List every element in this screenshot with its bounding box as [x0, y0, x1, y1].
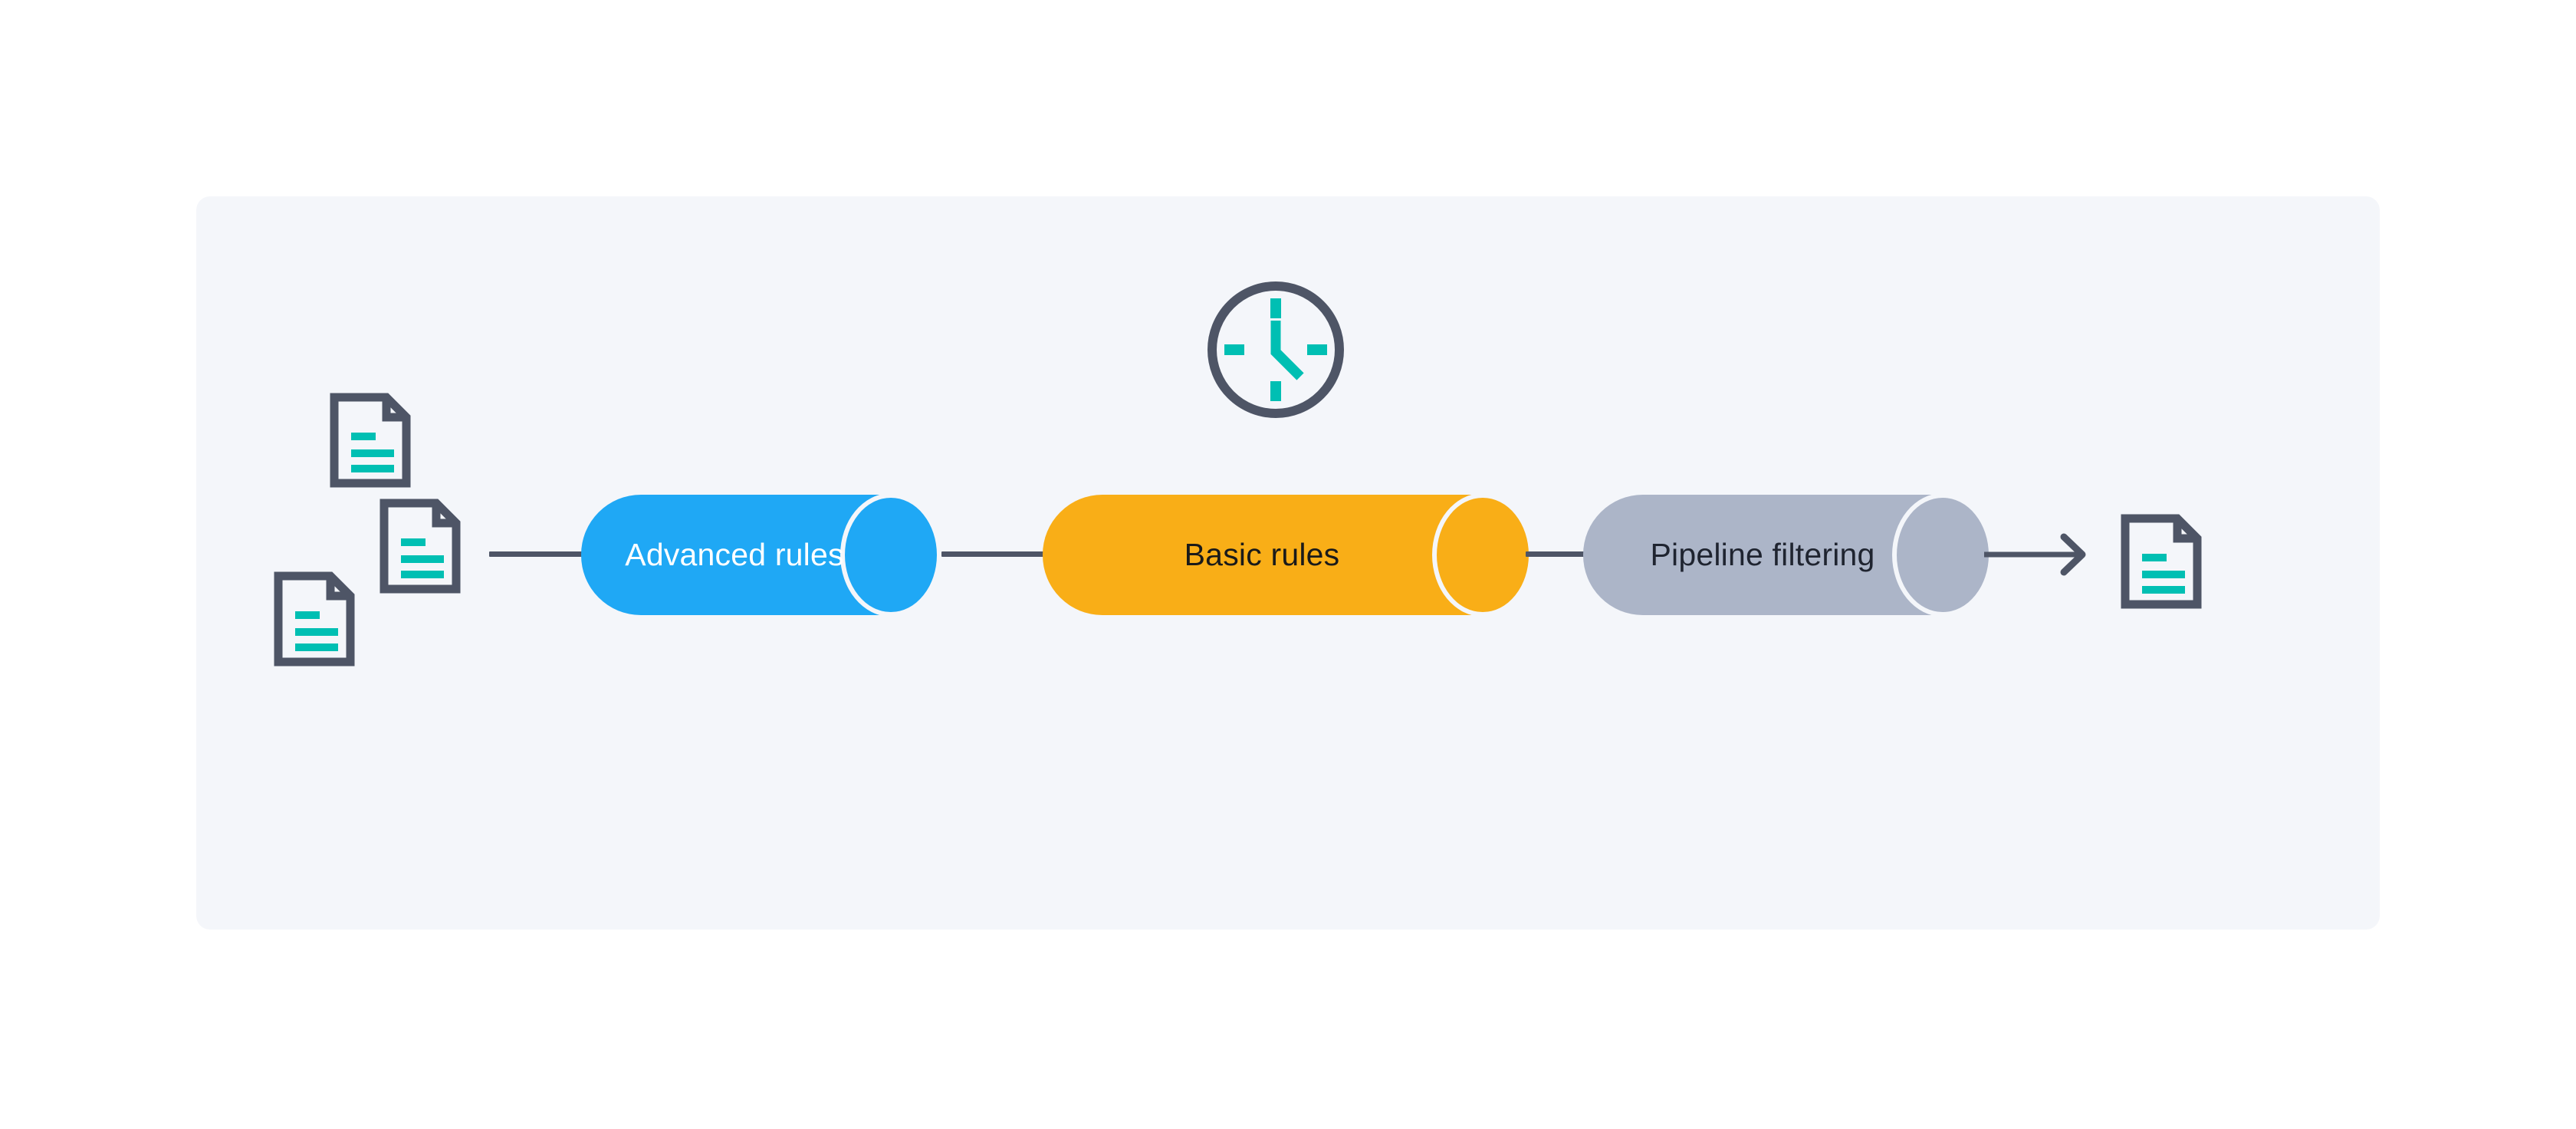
- stage-label: Advanced rules: [625, 537, 844, 572]
- stage-label: Basic rules: [1184, 537, 1340, 572]
- clock-icon: [1202, 276, 1349, 423]
- connector-basic-to-filtering: [1526, 551, 1595, 557]
- stage-pipeline-filtering[interactable]: Pipeline filtering: [1583, 493, 1993, 617]
- cylinder-cap: [840, 493, 941, 617]
- document-icon[interactable]: [274, 571, 355, 667]
- stage-label: Pipeline filtering: [1650, 537, 1875, 572]
- stage-basic-rules[interactable]: Basic rules: [1043, 493, 1533, 617]
- connector-input-to-advanced: [489, 551, 587, 557]
- document-icon[interactable]: [2121, 514, 2202, 609]
- cylinder-body: [581, 495, 888, 615]
- cylinder-body: [1043, 495, 1481, 615]
- stage-advanced-rules[interactable]: Advanced rules: [581, 493, 941, 617]
- document-icon[interactable]: [330, 393, 411, 488]
- document-icon[interactable]: [380, 499, 461, 594]
- connector-filtering-to-output: [1984, 532, 2091, 577]
- cylinder-cap: [1892, 493, 1993, 617]
- cylinder-body: [1583, 495, 1942, 615]
- connector-advanced-to-basic: [941, 551, 1044, 557]
